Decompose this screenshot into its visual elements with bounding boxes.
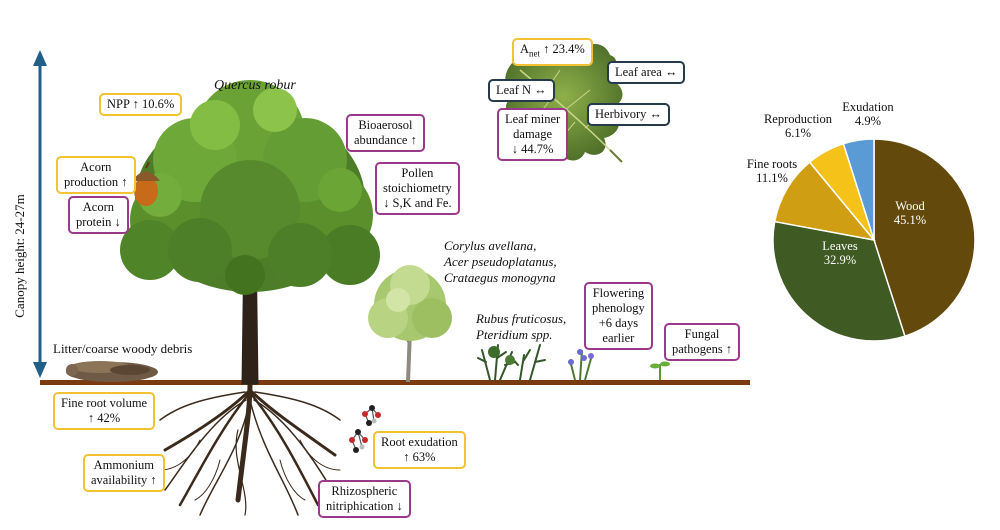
fine-root-volume-box: Fine root volume ↑ 42%: [53, 392, 156, 430]
pollen-stoichiometry-box: Pollen stoichiometry ↓ S,K and Fe.: [375, 162, 460, 215]
leaf-area-box: Leaf area ↔: [607, 61, 686, 84]
root-exudation-box: Root exudation ↑ 63%: [373, 431, 466, 469]
box-line: Pollen: [401, 166, 434, 180]
npp-box: NPP ↑ 10.6%: [99, 93, 183, 116]
pie-slice-leaves: [772, 220, 906, 342]
box-line: ↑ 42%: [87, 411, 121, 425]
bracken-illustration: [477, 344, 546, 381]
seedling-illustration: [650, 361, 670, 380]
box-line: Acorn: [80, 160, 112, 174]
leaf-miner-box: Leaf miner damage ↓ 44.7%: [497, 108, 569, 161]
species-name: Rubus fruticosus,: [476, 311, 567, 326]
anet-box: Anet ↑ 23.4%: [512, 38, 593, 66]
species-name: Acer pseudoplatanus,: [444, 254, 557, 269]
leaf-n-box: Leaf N ↔: [488, 79, 555, 102]
acorn-illustration: [132, 161, 160, 206]
box-line: +6 days: [598, 316, 639, 330]
ground-flora-species-label: Rubus fruticosus, Pteridium spp.: [476, 311, 566, 343]
box-line: protein ↓: [76, 215, 121, 229]
box-line: damage: [513, 127, 553, 141]
box-line: Root exudation: [381, 435, 458, 449]
box-line: pathogens ↑: [672, 342, 733, 356]
species-name: Crataegus monogyna: [444, 270, 556, 285]
pie-slice-fine-roots: [773, 161, 876, 242]
box-line: ↓ S,K and Fe.: [383, 196, 452, 210]
box-line: phenology: [592, 301, 645, 315]
box-line: stoichiometry: [383, 181, 452, 195]
pie-slice-exudation: [842, 138, 875, 241]
flowering-phenology-box: Flowering phenology +6 days earlier: [584, 282, 653, 350]
root-system-illustration: [159, 381, 341, 516]
box-line: Flowering: [592, 286, 645, 300]
box-line: Anet ↑ 23.4%: [520, 42, 585, 59]
box-line: abundance ↑: [354, 133, 417, 147]
box-line: Ammonium: [93, 458, 155, 472]
herbivory-box: Herbivory ↔: [587, 103, 670, 126]
box-line: Herbivory ↔: [595, 107, 662, 121]
box-line: NPP ↑ 10.6%: [107, 97, 175, 111]
fungal-pathogens-box: Fungal pathogens ↑: [664, 323, 741, 361]
box-line: Fine root volume: [61, 396, 148, 410]
box-line: Acorn: [82, 200, 115, 214]
understorey-tree-illustration: [368, 265, 452, 383]
understorey-species-label: Corylus avellana, Acer pseudoplatanus, C…: [444, 238, 557, 286]
oak-canopy-illustration: [120, 80, 380, 295]
box-line: Bioaerosol: [358, 118, 413, 132]
box-line: Leaf N ↔: [496, 83, 547, 97]
acorn-protein-box: Acorn protein ↓: [68, 196, 129, 234]
box-line: availability ↑: [91, 473, 157, 487]
litter-label: Litter/coarse woody debris: [53, 341, 193, 356]
acorn-production-box: Acorn production ↑: [56, 156, 136, 194]
species-label-quercus-robur: Quercus robur: [214, 78, 296, 93]
box-line: earlier: [602, 331, 635, 345]
species-name: Corylus avellana,: [444, 238, 537, 253]
ground-line: [40, 380, 750, 385]
box-line: Leaf miner: [505, 112, 561, 126]
box-line: Rhizospheric: [331, 484, 398, 498]
canopy-height-arrow: [33, 50, 47, 378]
box-line: ↑ 63%: [403, 450, 436, 464]
box-line: Fungal: [684, 327, 720, 341]
bluebell-illustration: [568, 349, 594, 381]
box-line: Leaf area ↔: [615, 65, 678, 79]
box-line: nitriphication ↓: [326, 499, 403, 513]
exudate-molecule-icons: [349, 405, 381, 453]
rhizospheric-nitriphication-box: Rhizospheric nitriphication ↓: [318, 480, 411, 518]
species-name: Pteridium spp.: [476, 327, 553, 342]
woody-debris-illustration: [66, 361, 158, 382]
canopy-height-label: Canopy height: 24-27m: [12, 194, 27, 318]
ammonium-availability-box: Ammonium availability ↑: [83, 454, 165, 492]
box-line: production ↑: [64, 175, 128, 189]
box-line: ↓ 44.7%: [511, 142, 554, 156]
bioaerosol-box: Bioaerosol abundance ↑: [346, 114, 425, 152]
pie-slice-wood: [873, 138, 976, 338]
